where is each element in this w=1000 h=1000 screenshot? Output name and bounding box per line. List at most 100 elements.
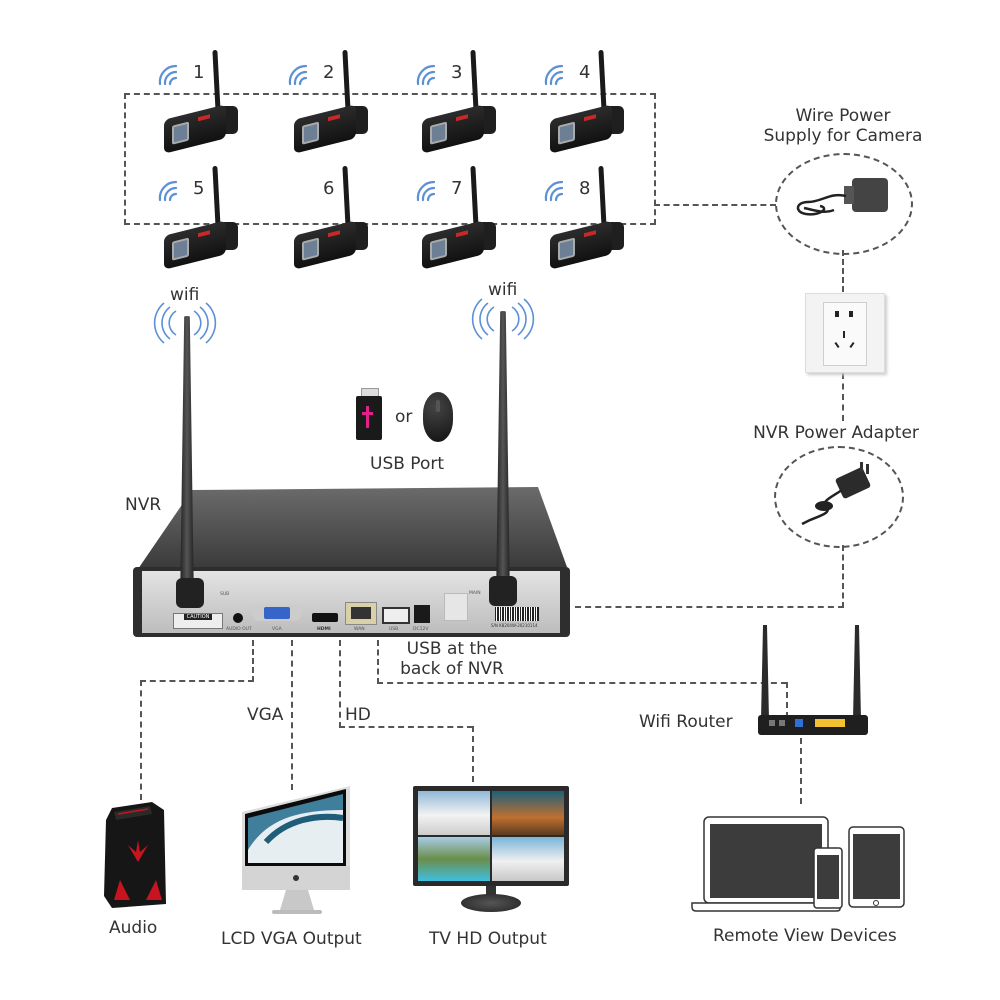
camera-wifi-icon [288, 64, 308, 86]
wifi-left-label: wifi [170, 285, 200, 305]
line-audio-v1 [252, 640, 254, 682]
vga-port[interactable] [252, 605, 302, 621]
nvr-label: NVR [125, 495, 162, 515]
hdmi-port-label: HDMI [317, 627, 331, 632]
usb-back-label: USB at the back of NVR [392, 639, 512, 679]
camera-antenna [212, 49, 221, 113]
camera-lens [172, 237, 189, 261]
camera-number: 6 [323, 178, 335, 199]
usb-rear-port[interactable] [382, 607, 410, 624]
camera-body [422, 220, 484, 270]
vga-connection-label: VGA [247, 705, 284, 725]
line-audio-h [140, 680, 254, 682]
wan-port-label: WAN [354, 627, 365, 632]
camera-wifi-icon [544, 180, 564, 202]
line-hd-h [339, 726, 473, 728]
audio-out-label: AUDIO OUT [226, 627, 252, 632]
camera-logo [456, 230, 468, 238]
camera-logo [328, 230, 340, 238]
tv-monitor-icon [413, 786, 569, 886]
line-hd-v1 [339, 640, 341, 728]
mouse-icon [423, 392, 453, 442]
camera-number: 1 [193, 62, 205, 83]
tv-hd-output-label: TV HD Output [429, 929, 547, 949]
camera-antenna [598, 49, 607, 113]
line-router-to-devices [800, 738, 802, 804]
dc-power-port[interactable] [414, 605, 430, 623]
wire-power-label-line2: Supply for Camera [763, 125, 923, 146]
camera-group-box [124, 93, 656, 225]
wire-power-label-line1: Wire Power [795, 106, 891, 126]
camera-antenna [470, 165, 479, 229]
line-usb-v [377, 640, 379, 684]
hd-connection-label: HD [345, 705, 371, 725]
wall-outlet-icon [805, 293, 885, 373]
wire-power-supply-circle [775, 153, 913, 255]
camera-number: 8 [579, 178, 591, 199]
camera-number: 4 [579, 62, 591, 83]
camera-logo [198, 114, 210, 122]
camera-body [294, 220, 356, 270]
camera-body [164, 104, 226, 154]
nvr-power-adapter-circle [774, 446, 904, 548]
line-power-to-outlet [842, 250, 844, 292]
camera-lens [558, 237, 575, 261]
line-usb-v2 [786, 682, 788, 718]
lcd-monitor-icon [242, 786, 350, 914]
caution-sticker: CAUTION [173, 613, 223, 629]
camera-wifi-icon [158, 180, 178, 202]
camera-number: 7 [451, 178, 463, 199]
wifi-router-label: Wifi Router [639, 712, 733, 732]
line-hd-v2 [472, 726, 474, 782]
camera-number: 2 [323, 62, 335, 83]
wifi-router-icon [758, 625, 868, 735]
wifi-signal-left-icon [153, 302, 217, 344]
camera-antenna [212, 165, 221, 229]
line-outlet-to-adapter [842, 373, 844, 421]
camera-wifi-icon [544, 64, 564, 86]
nvr-antenna-left [180, 316, 194, 606]
line-vga [291, 640, 293, 790]
usb-or-label: or [395, 407, 413, 427]
power-switch-area[interactable] [444, 593, 468, 621]
usb-port-label: USB Port [370, 454, 445, 474]
tv-base [461, 894, 521, 912]
caution-text: CAUTION [183, 614, 213, 620]
camera-logo [328, 114, 340, 122]
camera-antenna [470, 49, 479, 113]
audio-out-port[interactable] [233, 613, 243, 623]
usb-back-label-line2: back of NVR [400, 658, 504, 679]
tv-stand [486, 886, 496, 898]
camera-lens [302, 121, 319, 145]
camera-body [294, 104, 356, 154]
camera-logo [584, 114, 596, 122]
camera-8: 8 [544, 165, 636, 276]
camera-antenna [598, 165, 607, 229]
hdmi-port[interactable] [312, 613, 338, 622]
camera-body [550, 104, 612, 154]
pc-tower-icon [104, 802, 166, 908]
camera-2: 2 [288, 49, 380, 160]
camera-lens [172, 121, 189, 145]
nvr-power-adapter-icon [801, 462, 871, 526]
camera-logo [584, 230, 596, 238]
wifi-signal-right-icon [471, 298, 535, 340]
camera-wifi-icon [416, 180, 436, 202]
nvr-power-adapter-label: NVR Power Adapter [753, 423, 919, 443]
vga-port-label: VGA [272, 627, 282, 632]
usb-flash-drive-icon [356, 388, 382, 440]
remote-view-devices-label: Remote View Devices [713, 926, 897, 946]
wan-port[interactable] [345, 602, 377, 625]
main-antenna-label: MAIN [469, 591, 481, 596]
line-usb-h [377, 682, 787, 684]
camera-lens [430, 237, 447, 261]
camera-lens [430, 121, 447, 145]
camera-body [550, 220, 612, 270]
camera-number: 3 [451, 62, 463, 83]
line-adapter-to-nvr [575, 606, 844, 608]
audio-label: Audio [109, 918, 158, 938]
camera-4: 4 [544, 49, 636, 160]
wire-power-label: Wire Power Supply for Camera [748, 106, 938, 146]
camera-number: 5 [193, 178, 205, 199]
camera-6: 6 [290, 165, 380, 276]
